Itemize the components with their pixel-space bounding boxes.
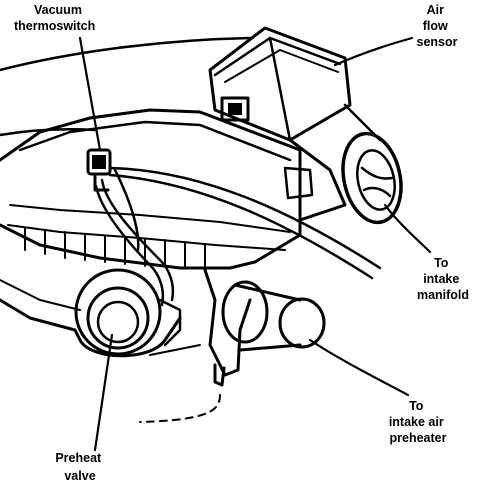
vacuum-hose-upper-2 <box>108 173 374 280</box>
air-flow-sensor-ridge <box>224 49 339 83</box>
leader-preheat-valve <box>93 333 114 452</box>
preheat-valve-cap <box>96 300 140 344</box>
preheater-tube-end <box>278 297 326 349</box>
callout-labels: Vacuum thermoswitch Air flow sensor To i… <box>14 3 469 483</box>
housing-base-left-2 <box>0 279 81 311</box>
vacuum-hose-upper <box>108 166 382 270</box>
vacuum-hose-to-valve-2 <box>94 184 165 307</box>
housing-top-edge <box>18 120 292 162</box>
dashed-reference-line <box>139 394 221 423</box>
vacuum-hose-to-valve <box>100 178 175 302</box>
preheat-valve-mount <box>158 298 182 347</box>
thermoswitch-stem <box>93 172 110 192</box>
leader-intake-air-preheater <box>308 338 410 397</box>
label-air-flow-sensor: Air flow sensor <box>417 3 458 49</box>
intake-outlet-vane <box>360 166 394 198</box>
intake-outlet-inner <box>356 149 396 211</box>
preheat-valve-base <box>78 316 182 358</box>
housing-base-left <box>0 298 82 342</box>
leader-vacuum-thermoswitch <box>78 36 102 152</box>
housing-seam <box>9 204 291 233</box>
preheater-tube-bottom <box>238 343 302 352</box>
sensor-connector <box>220 96 250 122</box>
preheater-collar <box>221 280 269 344</box>
leader-lines <box>78 36 432 452</box>
intake-outlet-rim <box>341 131 403 225</box>
label-to-intake-manifold: To intake manifold <box>417 256 469 302</box>
engine-drawing <box>0 26 403 423</box>
lower-housing-line <box>149 344 201 356</box>
label-preheat-valve: Preheat valve <box>55 451 104 483</box>
leader-air-flow-sensor <box>333 36 414 67</box>
sensor-bracket <box>283 166 314 200</box>
label-vacuum-thermoswitch: Vacuum thermoswitch <box>14 3 95 33</box>
sensor-duct <box>288 138 347 222</box>
preheater-drip <box>213 363 226 387</box>
preheat-valve-outer <box>74 268 162 356</box>
fender-outline <box>0 36 252 72</box>
leader-intake-manifold <box>383 203 432 254</box>
air-flow-sensor-body <box>208 26 352 142</box>
preheater-tube-top <box>233 283 302 302</box>
preheat-valve-ring <box>86 286 150 350</box>
vacuum-hose-short <box>113 168 140 252</box>
label-to-intake-air-preheater: To intake air preheater <box>389 399 447 445</box>
preheater-neck <box>203 268 252 377</box>
air-flow-sensor-top <box>213 36 342 77</box>
